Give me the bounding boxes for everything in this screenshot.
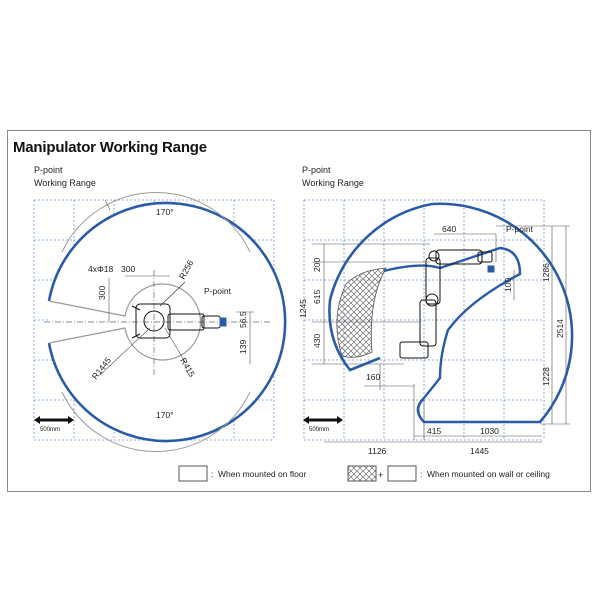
page-title: Manipulator Working Range: [13, 139, 207, 156]
right-dim-1286: 1286: [541, 263, 551, 282]
left-scale-bar: [34, 416, 74, 424]
left-angle-top: 170°: [156, 207, 174, 217]
right-scale-bar: [303, 416, 343, 424]
right-dim-200: 200: [312, 258, 322, 272]
right-ppoint-tag: P-point: [506, 224, 534, 234]
left-working-range-label: Working Range: [34, 178, 96, 188]
legend-floor-swatch: [178, 465, 208, 482]
right-robot-silhouette: [399, 249, 495, 359]
left-dim-139: 139: [238, 340, 248, 354]
legend-wall-text: When mounted on wall or ceiling: [427, 469, 550, 479]
left-robot-silhouette: [131, 303, 227, 339]
legend-plus: +: [378, 470, 383, 480]
right-dim-1445: 1445: [470, 446, 489, 456]
legend-wall-hatch-swatch: [347, 465, 377, 482]
right-wall-hatch-area: [336, 267, 387, 358]
left-dim-56-5: 56.5: [238, 311, 248, 328]
left-holes-label: 4xΦ18: [88, 264, 113, 274]
right-dim-2514: 2514: [555, 319, 565, 338]
left-ppoint-label: P-point: [34, 165, 63, 175]
right-ppoint-label: P-point: [302, 165, 331, 175]
left-dim-300-v: 300: [97, 286, 107, 300]
right-working-range-label: Working Range: [302, 178, 364, 188]
right-dim-1030: 1030: [480, 426, 499, 436]
right-dim-1126: 1126: [368, 446, 387, 456]
legend-floor-text: When mounted on floor: [218, 469, 307, 479]
left-dim-300-h: 300: [121, 264, 135, 274]
left-scale-label: 500mm: [40, 427, 60, 433]
right-dim-1228: 1228: [541, 367, 551, 386]
right-dim-640: 640: [442, 224, 456, 234]
right-dim-430: 430: [312, 334, 322, 348]
right-dim-415: 415: [427, 426, 441, 436]
legend-floor-colon: :: [211, 469, 213, 479]
right-outer-range-contour: [328, 202, 574, 424]
right-dim-100: 100: [503, 278, 513, 292]
right-dim-615: 615: [312, 290, 322, 304]
left-angle-bottom: 170°: [156, 410, 174, 420]
left-ppoint-tag: P-point: [204, 286, 232, 296]
right-dim-160: 160: [366, 372, 380, 382]
right-dim-1245: 1245: [298, 299, 308, 318]
legend-wall-colon: :: [420, 469, 422, 479]
right-scale-label: 500mm: [309, 427, 329, 433]
legend-wall-blank-swatch: [387, 465, 417, 482]
